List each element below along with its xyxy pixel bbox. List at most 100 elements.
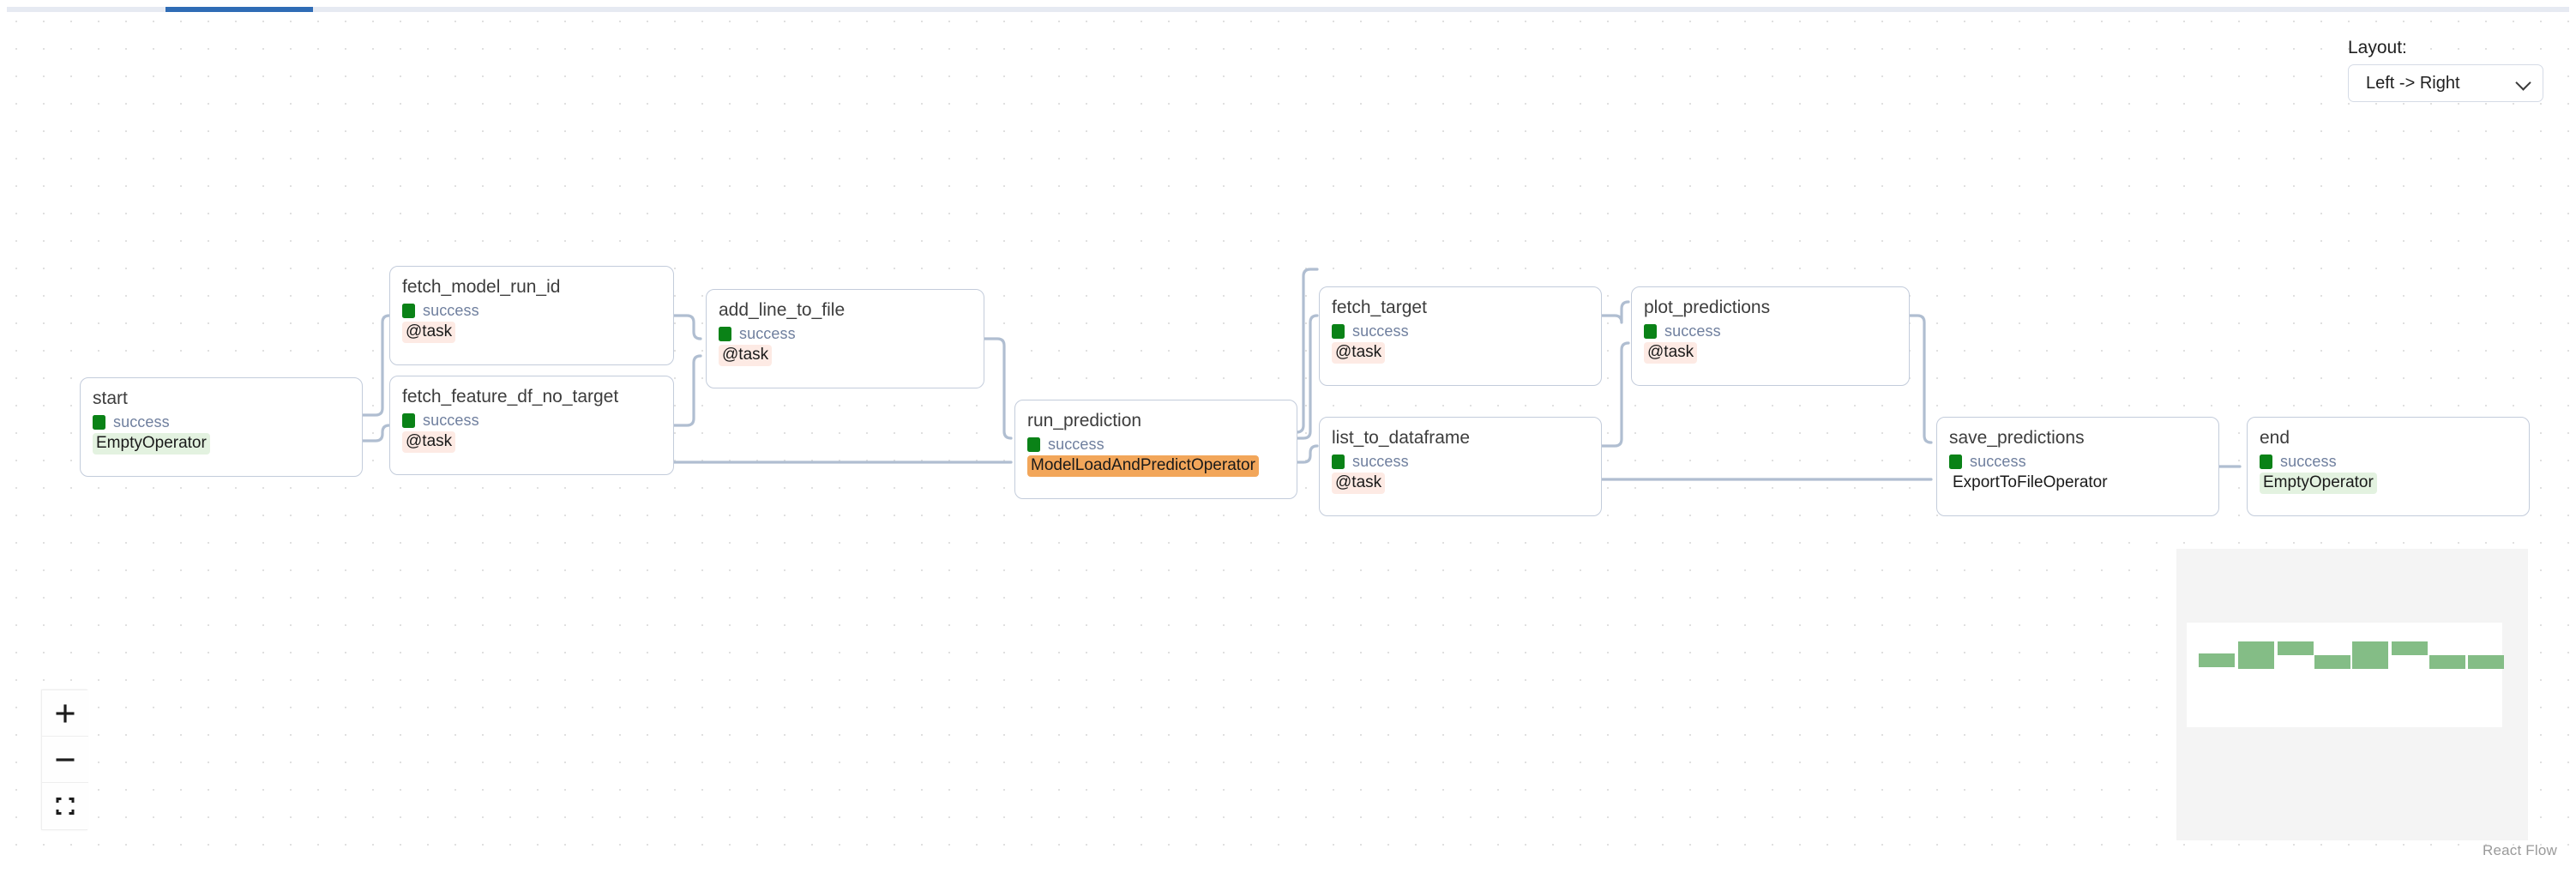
task-node-title: run_prediction bbox=[1027, 411, 1142, 430]
task-node-state: success bbox=[402, 301, 661, 320]
minimap-node bbox=[2199, 653, 2235, 667]
task-node-state-label: success bbox=[423, 301, 479, 319]
edge-fetch_model_run_id-add_line_to_file bbox=[672, 314, 702, 340]
minimap-node bbox=[2238, 655, 2274, 669]
edge-fetch_target-top-bypass bbox=[1295, 268, 1319, 434]
task-node-state: success bbox=[402, 411, 661, 430]
status-success-icon bbox=[1332, 323, 1345, 339]
task-node-state-label: success bbox=[1352, 452, 1409, 470]
task-node-state: success bbox=[1027, 435, 1285, 454]
edge-list_to_dataframe-plot_predictions bbox=[1600, 341, 1630, 448]
task-node-title: fetch_feature_df_no_target bbox=[402, 387, 619, 406]
task-node-state-label: success bbox=[423, 411, 479, 429]
zoom-in-button[interactable] bbox=[42, 690, 88, 737]
minimap-node bbox=[2352, 641, 2388, 655]
task-node-state-label: success bbox=[1352, 322, 1409, 340]
chevron-down-icon bbox=[2517, 76, 2531, 90]
tab-strip bbox=[7, 7, 2569, 12]
edge-plot_predictions-save_predictions bbox=[1908, 314, 1933, 444]
status-success-icon bbox=[719, 326, 731, 341]
layout-panel: Layout: Left -> Right bbox=[2348, 38, 2543, 102]
status-success-icon bbox=[402, 412, 415, 428]
edge-run_prediction-list_to_dataframe bbox=[1296, 444, 1319, 464]
task-node-state: success bbox=[1644, 322, 1897, 340]
active-tab-indicator[interactable] bbox=[166, 7, 313, 12]
status-success-icon bbox=[1644, 323, 1657, 339]
task-node-title: end bbox=[2260, 428, 2290, 448]
task-node-operator-row: @task bbox=[1332, 473, 1589, 495]
minus-icon bbox=[54, 749, 76, 771]
flow-controls bbox=[41, 689, 88, 830]
status-success-icon bbox=[93, 414, 105, 430]
edge-start-fetch_model_run_id bbox=[361, 314, 391, 417]
task-node-operator-badge: @task bbox=[1332, 342, 1386, 364]
task-node-state-label: success bbox=[113, 412, 170, 430]
status-success-icon bbox=[1027, 436, 1040, 452]
task-node-operator-row: @task bbox=[402, 322, 661, 344]
task-node-operator-row: @task bbox=[1644, 342, 1897, 364]
task-node-state-label: success bbox=[739, 324, 796, 342]
task-node-title: add_line_to_file bbox=[719, 300, 846, 320]
task-node-state: success bbox=[719, 324, 972, 343]
task-node-state: success bbox=[2260, 452, 2517, 471]
plus-icon bbox=[54, 702, 76, 725]
status-success-icon bbox=[1332, 454, 1345, 469]
zoom-out-button[interactable] bbox=[42, 737, 88, 783]
task-node-operator-badge: EmptyOperator bbox=[2260, 473, 2377, 495]
fit-view-icon bbox=[54, 795, 76, 817]
task-node-operator-row: EmptyOperator bbox=[2260, 473, 2517, 495]
task-node-operator-row: EmptyOperator bbox=[93, 433, 350, 455]
task-node-title: start bbox=[93, 388, 128, 408]
layout-select[interactable]: Left -> Right bbox=[2348, 64, 2543, 102]
task-node-operator-row: @task bbox=[402, 431, 661, 454]
task-node-title: plot_predictions bbox=[1644, 298, 1771, 317]
task-node-title: list_to_dataframe bbox=[1332, 428, 1471, 448]
fit-view-button[interactable] bbox=[42, 783, 88, 829]
edge-fetch_target-plot_predictions bbox=[1600, 300, 1630, 324]
edge-start-fetch_feature_df_no_target bbox=[361, 424, 391, 443]
status-success-icon bbox=[2260, 454, 2272, 469]
layout-select-value: Left -> Right bbox=[2366, 73, 2460, 93]
react-flow-attribution[interactable]: React Flow bbox=[2482, 842, 2557, 858]
task-node-operator-row: @task bbox=[719, 345, 972, 367]
task-node-operator-badge: @task bbox=[719, 345, 773, 367]
task-node-operator-row: ExportToFileOperator bbox=[1949, 473, 2206, 494]
minimap-node bbox=[2392, 641, 2428, 655]
task-node-state: success bbox=[93, 412, 350, 431]
task-node-state: success bbox=[1332, 452, 1589, 471]
minimap[interactable] bbox=[2176, 549, 2528, 840]
minimap-node bbox=[2468, 655, 2504, 669]
task-node-state: success bbox=[1949, 452, 2206, 471]
task-node-operator-row: @task bbox=[1332, 342, 1589, 364]
edge-add_line_to_file-run_prediction bbox=[983, 337, 1013, 440]
minimap-viewport-mask[interactable] bbox=[2187, 623, 2502, 727]
task-node-operator-row: ModelLoadAndPredictOperator bbox=[1027, 455, 1285, 478]
task-node-operator-badge: ModelLoadAndPredictOperator bbox=[1027, 455, 1259, 478]
task-node-operator-badge: @task bbox=[1332, 473, 1386, 495]
minimap-node bbox=[2429, 655, 2465, 669]
task-node-operator-badge: @task bbox=[402, 322, 456, 344]
layout-label: Layout: bbox=[2348, 38, 2407, 57]
minimap-node bbox=[2238, 641, 2274, 655]
task-node-operator-badge: @task bbox=[402, 431, 456, 454]
minimap-node bbox=[2278, 641, 2314, 655]
task-node-title: save_predictions bbox=[1949, 428, 2085, 448]
task-node-title: fetch_target bbox=[1332, 298, 1427, 317]
task-node-title: fetch_model_run_id bbox=[402, 277, 561, 297]
status-success-icon bbox=[402, 303, 415, 318]
minimap-node bbox=[2352, 655, 2388, 669]
task-node-operator-badge: ExportToFileOperator bbox=[1953, 473, 2108, 492]
task-node-state-label: success bbox=[1970, 452, 2026, 470]
